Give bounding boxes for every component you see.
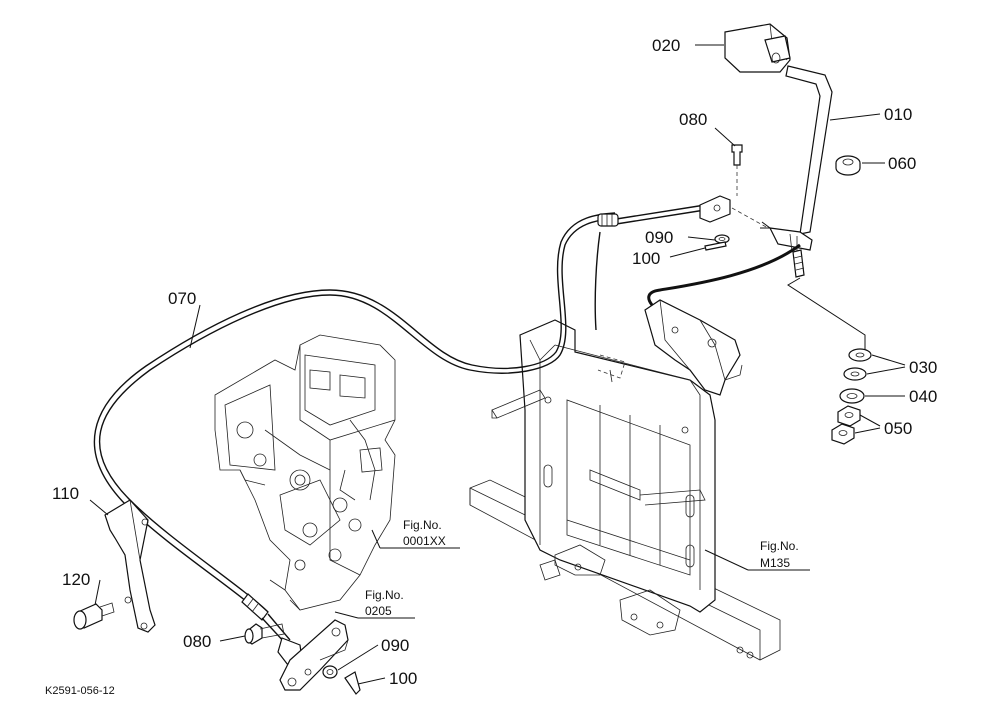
clevis-upper (699, 195, 731, 223)
guide-lever-lower-parts (787, 277, 866, 350)
washer-030-b (843, 367, 867, 381)
fig-ref-engine-number: 0001XX (403, 534, 446, 548)
drawing-code: K2591-056-12 (45, 685, 115, 697)
frame-reference (469, 299, 781, 661)
bushing-060 (835, 155, 861, 176)
fig-ref-linkage-label: Fig.No. (365, 588, 404, 602)
washer-090-upper (714, 234, 730, 244)
fig-ref-frame-number: M135 (760, 556, 790, 570)
fig-ref-linkage-number: 0205 (365, 604, 392, 618)
arrow-upper-clevis (760, 221, 772, 229)
callout-100-lower: 100 (389, 669, 417, 688)
callout-090-upper: 090 (645, 228, 673, 247)
callout-100-upper: 100 (632, 249, 660, 268)
callout-090-lower: 090 (381, 636, 409, 655)
washer-090-lower (322, 665, 338, 679)
lower-linkage-0205 (279, 619, 349, 691)
fig-ref-frame-label: Fig.No. (760, 539, 799, 553)
bolt-120 (73, 602, 115, 630)
callout-080-lower: 080 (183, 632, 211, 651)
callout-050: 050 (884, 419, 912, 438)
callout-020: 020 (652, 36, 680, 55)
leader-lines (89, 44, 906, 685)
callout-110: 110 (52, 484, 79, 503)
washer-030-a (848, 348, 872, 362)
callout-040: 040 (909, 387, 937, 406)
pin-100-lower (344, 671, 361, 695)
cable-bracket-110 (104, 499, 156, 633)
callout-030: 030 (909, 358, 937, 377)
engine-block-reference (214, 334, 396, 611)
fig-ref-engine-label: Fig.No. (403, 518, 442, 532)
callout-010: 010 (884, 105, 912, 124)
lever-to-frame-cable (647, 243, 801, 306)
knob-020 (724, 23, 791, 73)
callout-060: 060 (888, 154, 916, 173)
nut-050-b (831, 423, 855, 445)
bolt-080-upper (731, 144, 743, 166)
callout-080-upper: 080 (679, 110, 707, 129)
guide-upper-clevis (731, 207, 769, 229)
callout-070: 070 (168, 289, 196, 308)
pin-100-upper (704, 241, 727, 251)
bolt-080-lower (244, 623, 285, 645)
callout-120: 120 (62, 570, 90, 589)
lever-010 (768, 65, 833, 278)
washer-040 (839, 388, 865, 404)
nut-050-a (837, 405, 861, 427)
